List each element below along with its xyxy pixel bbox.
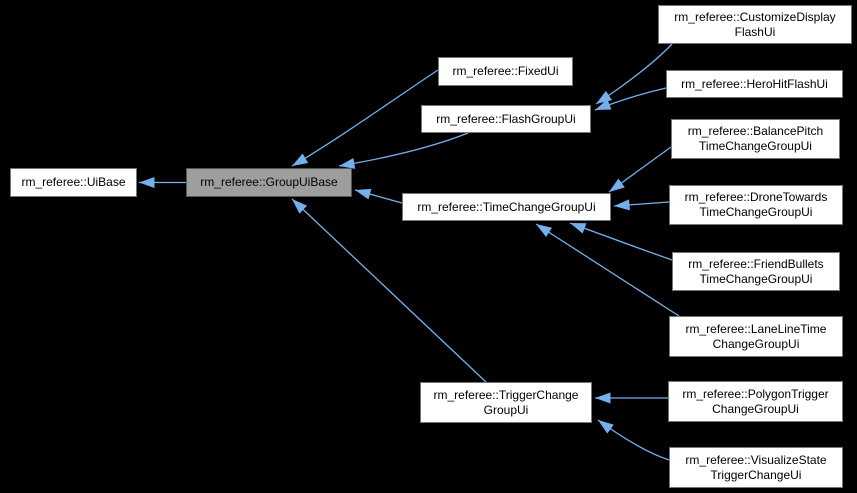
class-node-label: rm_referee::FlashGroupUi bbox=[436, 111, 576, 126]
class-node-flashgroupui[interactable]: rm_referee::FlashGroupUi bbox=[421, 105, 591, 133]
class-node-label: rm_referee::FriendBullets TimeChangeGrou… bbox=[688, 256, 824, 286]
class-node-label: rm_referee::TimeChangeGroupUi bbox=[417, 199, 596, 214]
edge-timechangegroupui-to-groupuibase bbox=[354, 188, 403, 204]
edge-dronetowards-to-timechangegroupui bbox=[613, 199, 670, 211]
edge-fixedui-to-groupuibase bbox=[291, 69, 439, 167]
class-node-triggerchangegroupui[interactable]: rm_referee::TriggerChange GroupUi bbox=[420, 382, 592, 423]
class-node-label: rm_referee::PolygonTrigger ChangeGroupUi bbox=[682, 386, 829, 416]
class-node-label: rm_referee::HeroHitFlashUi bbox=[681, 76, 828, 91]
class-node-label: rm_referee::GroupUiBase bbox=[200, 175, 338, 189]
class-node-fixedui[interactable]: rm_referee::FixedUi bbox=[438, 57, 573, 86]
class-node-label: rm_referee::UiBase bbox=[21, 175, 126, 189]
class-node-label: rm_referee::CustomizeDisplay FlashUi bbox=[674, 9, 836, 39]
edge-triggerchangegroupui-to-groupuibase bbox=[291, 198, 487, 383]
class-node-herohitflashui[interactable]: rm_referee::HeroHitFlashUi bbox=[666, 70, 843, 98]
edge-friendbullets-to-timechangegroupui bbox=[569, 222, 673, 261]
edge-herohitflashui-to-flashgroupui bbox=[594, 87, 667, 111]
class-node-polygontriggerchangegroupui[interactable]: rm_referee::PolygonTrigger ChangeGroupUi bbox=[668, 381, 843, 422]
class-node-uibase[interactable]: rm_referee::UiBase bbox=[10, 168, 137, 197]
edge-visualizestate-to-triggerchangegroupui bbox=[597, 419, 670, 461]
edge-customizedisplayflashui-to-flashgroupui bbox=[595, 43, 673, 105]
class-node-visualizestatetriggerchangeui[interactable]: rm_referee::VisualizeState TriggerChange… bbox=[669, 447, 843, 488]
class-node-label: rm_referee::DroneTowards TimeChangeGroup… bbox=[684, 190, 828, 219]
class-node-lanelinetimechangegroupui[interactable]: rm_referee::LaneLineTime ChangeGroupUi bbox=[669, 316, 843, 357]
class-node-friendbulletstimechangegroupui[interactable]: rm_referee::FriendBullets TimeChangeGrou… bbox=[672, 252, 840, 291]
class-node-label: rm_referee::TriggerChange GroupUi bbox=[433, 387, 579, 417]
class-node-customizedisplayflashui[interactable]: rm_referee::CustomizeDisplay FlashUi bbox=[658, 5, 852, 44]
class-node-timechangegroupui[interactable]: rm_referee::TimeChangeGroupUi bbox=[402, 193, 611, 221]
edge-flashgroupui-to-groupuibase bbox=[338, 132, 469, 169]
class-node-label: rm_referee::FixedUi bbox=[452, 64, 559, 78]
class-node-label: rm_referee::BalancePitch TimeChangeGroup… bbox=[687, 124, 824, 153]
class-node-balancepitchtimechangegroupui[interactable]: rm_referee::BalancePitch TimeChangeGroup… bbox=[671, 119, 840, 159]
edge-balancepitch-to-timechangegroupui bbox=[608, 146, 672, 193]
class-node-dronetowardstimechangegroupui[interactable]: rm_referee::DroneTowards TimeChangeGroup… bbox=[669, 185, 843, 225]
class-node-label: rm_referee::LaneLineTime ChangeGroupUi bbox=[685, 321, 827, 351]
class-node-label: rm_referee::VisualizeState TriggerChange… bbox=[685, 452, 827, 482]
edge-laneline-to-timechangegroupui bbox=[535, 223, 680, 317]
class-node-groupuibase-current: rm_referee::GroupUiBase bbox=[186, 168, 352, 197]
